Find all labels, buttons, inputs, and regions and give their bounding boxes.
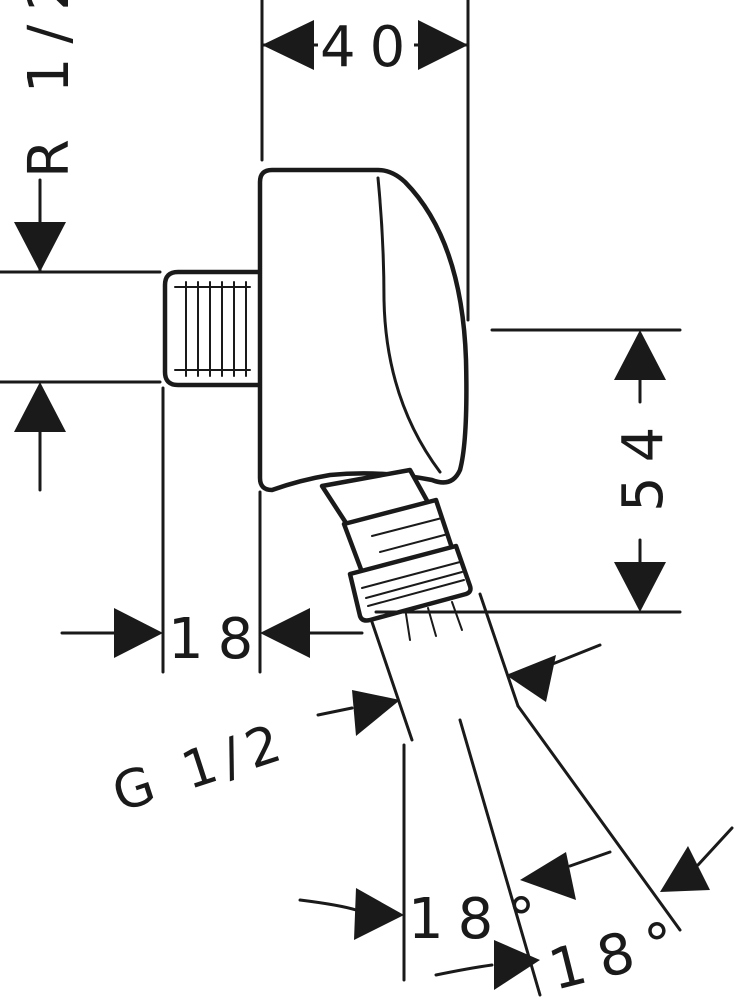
arrow-angle-bottom bbox=[494, 940, 540, 990]
dimension-depth-group: 18 bbox=[60, 386, 364, 674]
leader-angle-bottom bbox=[434, 963, 494, 977]
arrow-angle-center bbox=[520, 852, 576, 900]
dimension-label-width: 40 bbox=[320, 15, 419, 80]
leader-angle-center bbox=[568, 850, 612, 868]
nipple-body bbox=[162, 269, 265, 388]
dimension-label-outlet: G 1/2 bbox=[105, 712, 295, 825]
elbow-housing bbox=[257, 167, 469, 493]
centerline-dash bbox=[405, 613, 411, 641]
dimension-label-inlet: R 1/2 bbox=[17, 0, 82, 178]
dimension-label-angle-right: 18° bbox=[543, 906, 696, 1000]
arrow-angle-left bbox=[354, 888, 404, 940]
leader-outlet-thread bbox=[316, 706, 354, 717]
arrow-width-left bbox=[262, 20, 314, 70]
dimension-label-height: 54 bbox=[611, 413, 676, 512]
centerline-dash bbox=[451, 601, 463, 631]
arrow-height-down bbox=[614, 562, 666, 612]
arrow-height-up bbox=[614, 330, 666, 380]
arrow-width-right bbox=[418, 20, 468, 70]
leader-angle-right bbox=[696, 826, 734, 867]
outlet-line-right bbox=[478, 592, 520, 708]
swivel-lines bbox=[370, 592, 682, 997]
dimension-width-group: 40 bbox=[260, 0, 470, 322]
elbow-body bbox=[257, 167, 473, 623]
nut-line bbox=[379, 533, 449, 553]
arrow-depth-right bbox=[114, 608, 163, 658]
angle-ref-center bbox=[458, 718, 542, 997]
angle-ref-right bbox=[516, 704, 682, 932]
nut-line bbox=[371, 517, 443, 537]
arrow-angle-right bbox=[660, 846, 710, 892]
knurl-line bbox=[361, 561, 461, 589]
inlet-nipple bbox=[162, 269, 265, 388]
arrow-outlet-thread-right bbox=[506, 655, 556, 702]
arrow-depth-left bbox=[260, 608, 310, 658]
arrow-inlet-down bbox=[14, 222, 66, 272]
width-label-bg bbox=[318, 10, 414, 74]
dimension-label-depth: 18 bbox=[168, 607, 267, 672]
dimension-height-group: 54 bbox=[374, 328, 682, 614]
outlet-line-left bbox=[370, 620, 414, 742]
arrow-outlet-thread bbox=[352, 690, 400, 736]
dimension-angles-group: 18° 18° bbox=[298, 826, 734, 1000]
centerline-dash bbox=[427, 607, 437, 637]
arrow-inlet-up bbox=[14, 382, 66, 432]
dimension-label-angle-left: 18° bbox=[408, 887, 549, 952]
knurl-line bbox=[365, 571, 463, 599]
leader-outlet-thread-right bbox=[548, 643, 602, 667]
elbow-contour-line bbox=[376, 176, 442, 474]
knurl-line bbox=[367, 579, 465, 607]
leader-angle-left bbox=[298, 898, 358, 912]
dimension-inlet-group: R 1/2 bbox=[0, 0, 162, 492]
